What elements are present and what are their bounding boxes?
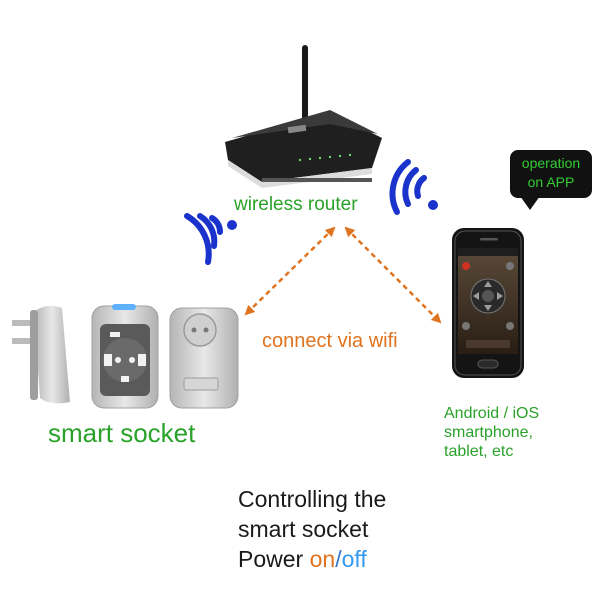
connect-label: connect via wifi	[262, 330, 398, 352]
devices-label: Android / iOS smartphone, tablet, etc	[444, 404, 594, 461]
devices-line: smartphone,	[444, 424, 533, 441]
bubble-line: on APP	[527, 174, 575, 190]
wifi-signal-icon	[184, 213, 237, 265]
arrow-router-to-socket	[244, 226, 336, 316]
router-label: wireless router	[234, 194, 358, 215]
devices-line: Android / iOS	[444, 405, 540, 422]
power-off-text: off	[341, 546, 367, 572]
bubble-line: operation	[521, 155, 581, 171]
smart-socket-icon	[12, 305, 70, 404]
control-line: smart socket	[238, 516, 369, 542]
bubble-text: operation on APP	[510, 154, 592, 192]
control-caption: Controlling the smart socket Power on/of…	[238, 484, 386, 574]
speech-bubble-tail	[520, 196, 540, 210]
router-icon	[225, 45, 382, 188]
control-line: Controlling the	[238, 486, 387, 512]
power-slash: /	[335, 546, 342, 572]
socket-label: smart socket	[48, 418, 196, 448]
control-line-power: Power on/off	[238, 544, 386, 574]
power-prefix: Power	[238, 546, 310, 572]
power-on-text: on	[309, 546, 336, 572]
wifi-signal-icon	[389, 159, 438, 215]
arrow-router-to-phone	[344, 226, 442, 324]
smart-socket-icon	[91, 304, 159, 409]
devices-line: tablet, etc	[444, 443, 514, 460]
speech-bubble	[510, 150, 592, 198]
smartphone-icon	[452, 228, 524, 378]
smart-socket-icon	[169, 307, 239, 409]
